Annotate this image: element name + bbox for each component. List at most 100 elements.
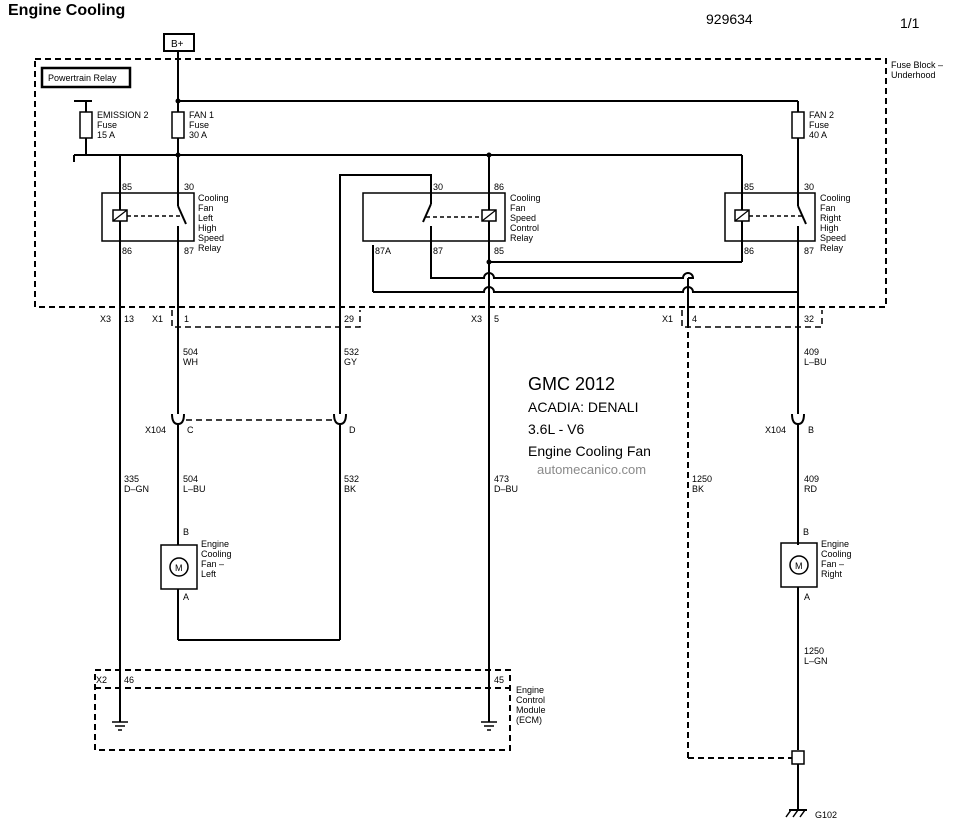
svg-text:335: 335 <box>124 474 139 484</box>
svg-text:1250: 1250 <box>804 646 824 656</box>
motor-symbol: M <box>795 561 803 571</box>
svg-text:30: 30 <box>804 182 814 192</box>
svg-text:Speed: Speed <box>198 233 224 243</box>
svg-text:WH: WH <box>183 357 198 367</box>
svg-text:X104: X104 <box>145 425 166 435</box>
svg-text:15 A: 15 A <box>97 130 115 140</box>
fuse-block-label-2: Underhood <box>891 70 936 80</box>
svg-text:45: 45 <box>494 675 504 685</box>
svg-text:BK: BK <box>344 484 356 494</box>
svg-text:473: 473 <box>494 474 509 484</box>
svg-text:L–BU: L–BU <box>804 357 827 367</box>
svg-text:Fan: Fan <box>820 203 836 213</box>
right-high-speed-relay: 85 30 86 87 Cooling Fan Right High Speed… <box>724 182 851 322</box>
ground-label: G102 <box>815 810 837 820</box>
watermark: automecanico.com <box>537 462 646 477</box>
svg-text:Fan: Fan <box>198 203 214 213</box>
svg-text:87: 87 <box>184 246 194 256</box>
fan1-fuse: FAN 1 Fuse 30 A <box>171 110 214 182</box>
left-relay-label: Cooling <box>198 193 229 203</box>
connector-x3b-label: X3 <box>471 314 482 324</box>
svg-text:87A: 87A <box>375 246 391 256</box>
svg-text:86: 86 <box>744 246 754 256</box>
connector-x1b-label: X1 <box>662 314 673 324</box>
svg-text:Right: Right <box>820 213 842 223</box>
ecm-ground-symbol <box>112 712 128 731</box>
svg-text:86: 86 <box>122 246 132 256</box>
emission2-fuse-name: EMISSION 2 <box>97 110 149 120</box>
svg-text:409: 409 <box>804 474 819 484</box>
svg-text:504: 504 <box>183 474 198 484</box>
svg-text:Right: Right <box>821 569 843 579</box>
svg-text:D–GN: D–GN <box>124 484 149 494</box>
svg-text:409: 409 <box>804 347 819 357</box>
svg-text:Relay: Relay <box>510 233 534 243</box>
powertrain-relay-label: Powertrain Relay <box>48 73 117 83</box>
svg-text:30: 30 <box>184 182 194 192</box>
page-title: Engine Cooling <box>8 2 125 19</box>
powertrain-relay: Powertrain Relay <box>40 66 132 89</box>
87a-to-right-87-wire <box>373 286 798 293</box>
svg-text:32: 32 <box>804 314 814 324</box>
svg-text:13: 13 <box>124 314 134 324</box>
svg-text:B: B <box>808 425 814 435</box>
splice-dot <box>486 259 492 265</box>
svg-text:C: C <box>187 425 194 435</box>
svg-text:Fuse: Fuse <box>97 120 117 130</box>
svg-text:D: D <box>349 425 356 435</box>
svg-text:86: 86 <box>494 182 504 192</box>
vehicle-model: ACADIA: DENALI <box>528 399 638 415</box>
left-high-speed-relay: 85 30 86 87 Cooling Fan Left High Speed … <box>101 182 229 258</box>
svg-text:(ECM): (ECM) <box>516 715 542 725</box>
svg-text:532: 532 <box>344 347 359 357</box>
svg-text:RD: RD <box>804 484 817 494</box>
control-relay-30-feed <box>339 174 432 322</box>
battery-positive-terminal: B+ <box>163 33 195 52</box>
svg-text:Fan: Fan <box>510 203 526 213</box>
fan1-fuse-name: FAN 1 <box>189 110 214 120</box>
svg-text:GY: GY <box>344 357 357 367</box>
svg-text:A: A <box>804 592 810 602</box>
svg-text:L–BU: L–BU <box>183 484 206 494</box>
svg-text:4: 4 <box>692 314 697 324</box>
svg-text:Relay: Relay <box>198 243 222 253</box>
vehicle-make-year: GMC 2012 <box>528 374 615 394</box>
svg-text:Cooling: Cooling <box>821 549 852 559</box>
document-number: 929634 <box>706 11 753 27</box>
right-relay-label: Cooling <box>820 193 851 203</box>
battery-positive-label: B+ <box>171 39 184 50</box>
svg-text:X104: X104 <box>765 425 786 435</box>
svg-text:Cooling: Cooling <box>201 549 232 559</box>
svg-text:X2: X2 <box>96 675 107 685</box>
svg-text:Speed: Speed <box>510 213 536 223</box>
svg-text:29: 29 <box>344 314 354 324</box>
svg-text:85: 85 <box>744 182 754 192</box>
svg-text:Control: Control <box>510 223 539 233</box>
svg-text:Fuse: Fuse <box>189 120 209 130</box>
ground-splice-box <box>791 750 805 765</box>
svg-text:B: B <box>803 527 809 537</box>
control-relay-87-wire <box>430 258 695 279</box>
fuse-block-label-1: Fuse Block – <box>891 60 943 70</box>
left-motor-label: Engine <box>201 539 229 549</box>
ecm-label: Engine <box>516 685 544 695</box>
svg-text:46: 46 <box>124 675 134 685</box>
connector-x104-right: X104 B <box>765 413 814 545</box>
svg-text:Fan –: Fan – <box>201 559 224 569</box>
svg-text:1: 1 <box>184 314 189 324</box>
engine-spec: 3.6L - V6 <box>528 421 585 437</box>
svg-text:Speed: Speed <box>820 233 846 243</box>
svg-text:Left: Left <box>198 213 214 223</box>
svg-text:Control: Control <box>516 695 545 705</box>
svg-text:30: 30 <box>433 182 443 192</box>
svg-text:A: A <box>183 592 189 602</box>
svg-text:Fuse: Fuse <box>809 120 829 130</box>
svg-text:Left: Left <box>201 569 217 579</box>
svg-text:504: 504 <box>183 347 198 357</box>
connector-x1-label: X1 <box>152 314 163 324</box>
svg-text:Relay: Relay <box>820 243 844 253</box>
svg-text:Fan –: Fan – <box>821 559 844 569</box>
emission2-fuse: EMISSION 2 Fuse 15 A <box>73 100 149 162</box>
svg-text:87: 87 <box>433 246 443 256</box>
